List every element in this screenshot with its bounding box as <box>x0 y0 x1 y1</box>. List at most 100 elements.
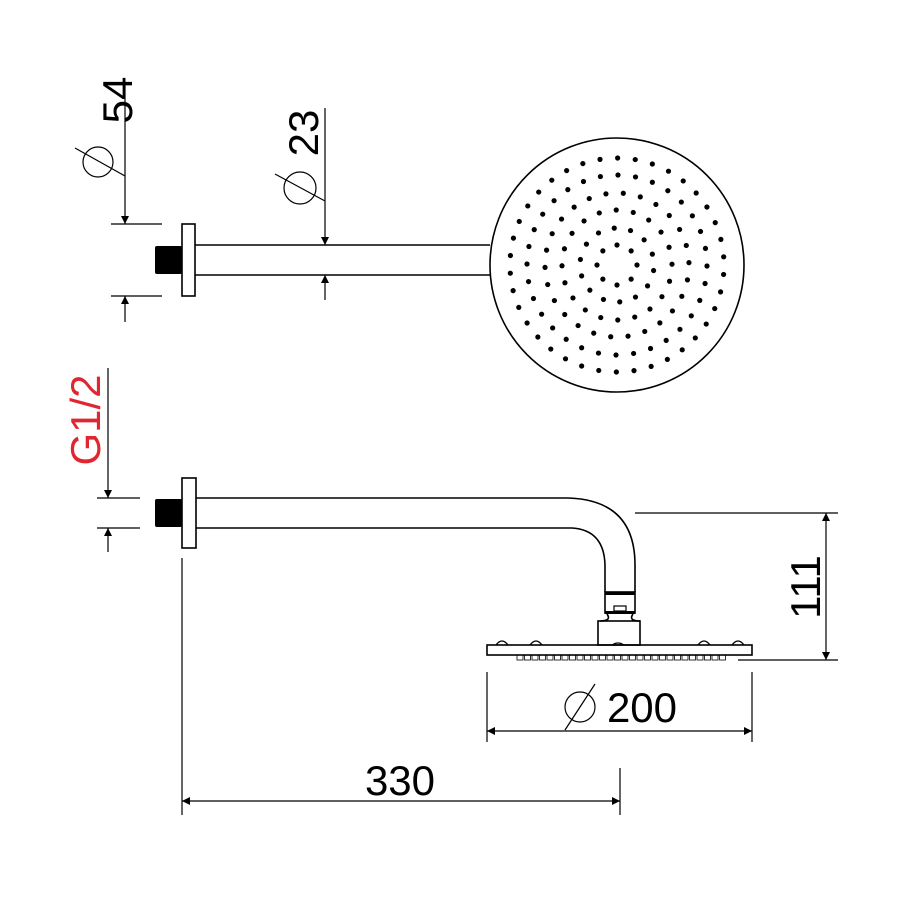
nozzle-dot <box>689 213 695 219</box>
nozzle-tip <box>704 654 711 661</box>
nozzle-dot <box>665 188 671 194</box>
top-view: 54 23 <box>74 77 745 393</box>
nozzle-tip <box>629 654 636 661</box>
nozzle-dot <box>704 263 710 269</box>
nozzle-dot <box>525 203 531 209</box>
nozzle-dot <box>704 204 710 210</box>
nozzle-dot <box>551 297 557 304</box>
nozzle-dot <box>692 335 698 341</box>
dimension-label-200: 200 <box>607 684 677 731</box>
nozzle-dot <box>620 190 626 196</box>
nozzle-dot <box>542 264 548 270</box>
nozzle-dot <box>684 277 691 283</box>
nozzle-dot <box>611 225 617 231</box>
nozzle-dot <box>600 248 606 254</box>
nozzle-tip <box>689 654 696 661</box>
nozzle-tip <box>606 654 614 661</box>
nozzle-dot <box>632 174 639 180</box>
nozzle-dot <box>615 172 621 178</box>
nozzle-dot <box>627 227 634 234</box>
shower-head-plate <box>486 640 753 661</box>
thread-label: G1/2 <box>62 374 109 465</box>
nozzle-tip <box>681 654 689 661</box>
nozzle-dot <box>663 337 669 343</box>
nozzle-dot <box>653 201 659 208</box>
nozzle-dot <box>582 307 588 313</box>
nozzle-dot <box>543 247 550 253</box>
dimension-label-111: 111 <box>782 555 829 619</box>
nozzle-dot <box>649 179 655 185</box>
nozzle-dot <box>703 321 709 327</box>
nozzle-dot <box>562 280 568 286</box>
nozzle-dot <box>717 289 724 295</box>
nozzle-dot <box>558 216 565 222</box>
nozzle-tip <box>719 654 726 661</box>
nozzle-dot <box>597 156 603 162</box>
nozzle-dot <box>526 243 532 250</box>
nozzle-dot <box>615 155 621 161</box>
nozzle-tip <box>666 654 674 661</box>
nozzle-dot <box>646 217 652 223</box>
nozzle-dot <box>598 314 604 321</box>
swivel-joint <box>597 591 641 646</box>
nozzle-dot <box>583 241 590 247</box>
nozzle-dot <box>679 347 685 353</box>
nozzle-dot <box>580 160 586 167</box>
nozzle-dot <box>630 209 636 216</box>
nozzle-dot <box>614 282 620 288</box>
nozzle-tip <box>644 654 651 661</box>
nozzle-dot <box>525 278 532 285</box>
nozzle-dot <box>632 314 638 320</box>
nozzle-dot <box>628 248 634 254</box>
nozzle-dot <box>666 278 673 284</box>
nozzle-dot <box>608 334 614 340</box>
dimension-diameter-54: 54 <box>74 77 141 322</box>
nozzle-dot <box>683 242 689 249</box>
nozzle-dot <box>614 242 620 248</box>
nozzle-dot <box>530 295 537 302</box>
nozzle-dot <box>524 320 530 326</box>
nozzle-dot <box>617 299 623 305</box>
nozzle-dot <box>559 263 565 269</box>
nozzle-tip <box>659 654 666 661</box>
side-view: G1/2 111 <box>62 368 838 815</box>
nozzle-dot <box>632 156 638 163</box>
nozzle-dot <box>657 320 663 326</box>
nozzle-dot <box>630 350 637 357</box>
nozzle-dot <box>562 311 568 318</box>
nozzle-dot <box>507 270 513 276</box>
dimension-label-54: 54 <box>94 77 141 124</box>
nozzle-dot <box>536 189 542 195</box>
nozzle-dot <box>571 204 577 210</box>
nozzle-tip <box>524 654 531 661</box>
nozzle-dot <box>545 281 551 288</box>
nozzle-dot <box>550 325 556 331</box>
nozzle-dot <box>693 190 699 196</box>
shower-arm-pipe <box>196 497 636 592</box>
nozzle-dot <box>516 304 522 310</box>
nozzle-dot <box>649 251 655 257</box>
nozzle-dot <box>665 168 672 174</box>
nozzle-dot <box>510 235 517 241</box>
nozzle-dot <box>613 369 619 375</box>
nozzle-dot <box>637 194 643 200</box>
nozzle-dot <box>549 231 555 237</box>
nozzle-dot <box>688 313 694 319</box>
nozzle-dot <box>597 173 604 180</box>
nozzle-dot <box>677 326 683 332</box>
nozzle-dot <box>516 218 522 225</box>
nozzle-dot <box>632 294 639 300</box>
nozzle-dot <box>648 363 654 370</box>
nozzle-tip <box>621 654 629 661</box>
nozzle-dot <box>631 368 637 374</box>
nozzle-dot <box>587 287 593 293</box>
nozzle-dot <box>702 245 709 252</box>
nozzle-tip <box>591 654 599 661</box>
nozzle-dot <box>595 230 602 236</box>
nozzle-tip <box>636 654 644 661</box>
nozzle-dot <box>613 207 619 213</box>
nozzle-dot <box>549 177 555 183</box>
nozzle-dot <box>524 261 530 267</box>
dimension-height-111: 111 <box>782 513 830 660</box>
nozzle-dot <box>650 267 657 274</box>
